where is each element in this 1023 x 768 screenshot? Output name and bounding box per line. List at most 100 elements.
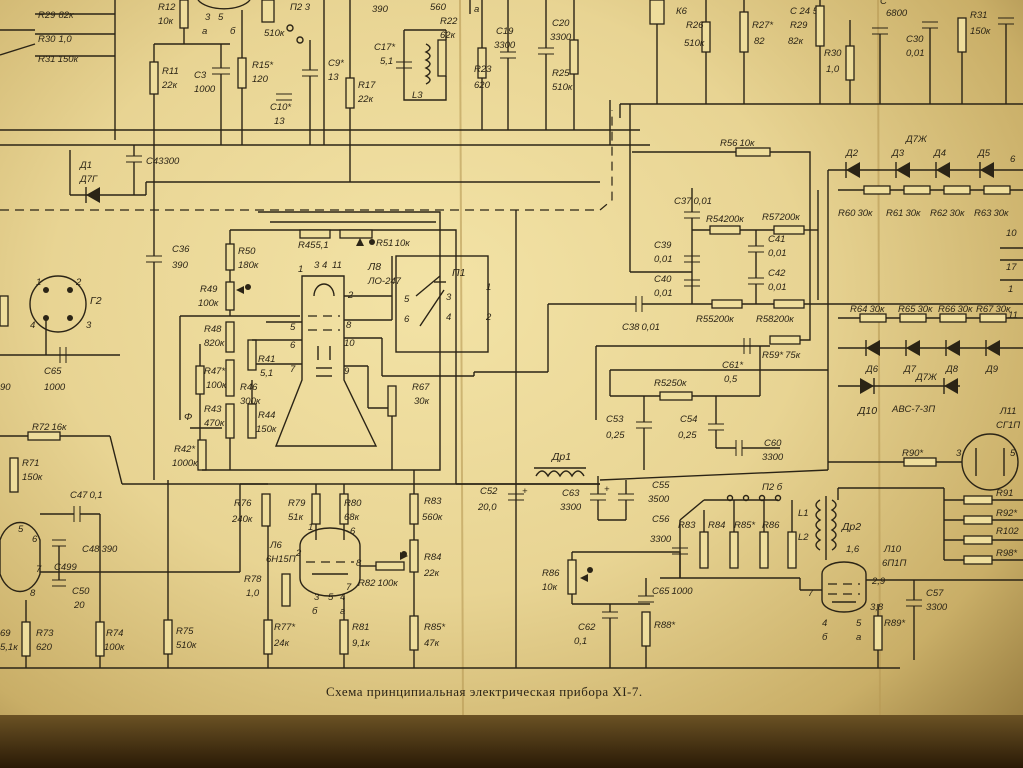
c63-ref: C55 (652, 480, 670, 491)
r27-ref: R27* (752, 20, 773, 31)
c57-value: 3300 (926, 602, 948, 613)
r71-ref: R71 (22, 458, 39, 469)
terminal-a-l10: а (856, 632, 861, 643)
r47-value: 100к (206, 380, 227, 391)
r47-ref: R47* (204, 366, 225, 377)
c55-ref: C56 (652, 514, 670, 525)
d10-type: АВС-7-3П (891, 404, 935, 415)
r54-value: 200к (722, 214, 744, 225)
crt-pin5: 5 (290, 322, 296, 333)
r67-ref: R67 (976, 304, 994, 315)
c51-ref: C52 (480, 486, 498, 497)
r25-ref: R25 (552, 68, 570, 79)
r52-ref: R51 (376, 238, 393, 249)
r55-ref: R55 (696, 314, 714, 325)
d9-ref: Д9 (985, 364, 999, 375)
r49-ref: R49 (200, 284, 218, 295)
r10-value: 150к (58, 54, 79, 65)
c17-ref: C17* (374, 42, 395, 53)
l3-label: L3 (412, 90, 423, 101)
r57-label: R57200к (762, 212, 800, 223)
r11-value: 22к (161, 80, 178, 91)
c3-value: 1000 (194, 84, 216, 95)
c41-ref: C41 (768, 234, 785, 245)
svg-text:5: 5 (18, 524, 24, 535)
c48-ref: C48 (82, 544, 100, 555)
c36-ref: C36 (172, 244, 190, 255)
r73-value: 620 (36, 642, 53, 653)
c49-ref: C49 (54, 562, 72, 573)
terminal-a-l6: а (340, 606, 345, 617)
r99-ref: R92* (996, 508, 1017, 519)
r9b-ref: R30 (38, 34, 56, 45)
r77-ref: R77* (274, 622, 295, 633)
r29-ref: R29 (790, 20, 808, 31)
r81-ref: R81 (352, 622, 369, 633)
r50-value: 180к (238, 260, 259, 271)
crt-pin3: 3 (314, 260, 320, 271)
l11-label: Л11 (999, 406, 1016, 417)
svg-text:+: + (522, 486, 528, 497)
c37-value: 0,01 (693, 196, 712, 207)
connector-g2 (29, 275, 87, 333)
c61-ref: C61* (722, 360, 743, 371)
g2-pin1: 1 (36, 277, 41, 288)
r22-ref: R22 (440, 16, 458, 27)
r11-ref: R11 (162, 66, 179, 77)
dr2-label: Др2 (841, 521, 861, 533)
edge-num-6: 6 (1010, 154, 1016, 165)
r85-value: 47к (424, 638, 440, 649)
crt-pin10: 10 (344, 338, 355, 349)
c39-ref: C39 (654, 240, 672, 251)
r23-ref: R23 (474, 64, 492, 75)
d8-ref: Д8 (945, 364, 959, 375)
label-390-top: 390 (372, 4, 389, 15)
label-560: 560 (430, 2, 447, 13)
r9b-value: 1,0 (58, 34, 72, 45)
c17-value: 5,1 (380, 56, 393, 67)
l6-type: 6Н15П (266, 554, 296, 565)
coil-l1-l2 (815, 499, 822, 551)
crt-pin6: 6 (290, 340, 296, 351)
r55-label: R55200к (696, 314, 734, 325)
c10-value: 13 (274, 116, 285, 127)
r48-ref: R48 (204, 324, 222, 335)
phi-label: Ф (184, 411, 192, 423)
r45-ref: R67 (412, 382, 430, 393)
r54-label: R54200к (706, 214, 744, 225)
r72-ref: R72 (32, 422, 50, 433)
tube-l10 (821, 561, 867, 613)
r59-ref: R59* (762, 350, 783, 361)
r17-ref: R17 (358, 80, 376, 91)
r84-value: 22к (423, 568, 440, 579)
crt-pin9: 9 (344, 366, 350, 377)
c52-ref: C63 (562, 488, 580, 499)
r76-ref: R76 (234, 498, 252, 509)
coil-l3 (424, 43, 431, 85)
r57-ref: R57 (762, 212, 780, 223)
r78-ref: R78 (244, 574, 262, 585)
r59-value: 75к (785, 350, 801, 361)
tube-left-partial (0, 521, 41, 593)
c4-value: 3300 (158, 156, 180, 167)
r49-value: 100к (198, 298, 219, 309)
p23-label: П2 3 (290, 2, 311, 13)
p1-contact6: 6 (404, 314, 410, 325)
c54-value: 0,25 (678, 430, 697, 441)
c42-ref: C42 (768, 268, 786, 279)
r86-value: 10к (542, 582, 558, 593)
r79-value: 51к (288, 512, 304, 523)
r74-ref: R74 (106, 628, 123, 639)
r58-ref: R58 (756, 314, 774, 325)
r64-value: 30к (869, 304, 885, 315)
